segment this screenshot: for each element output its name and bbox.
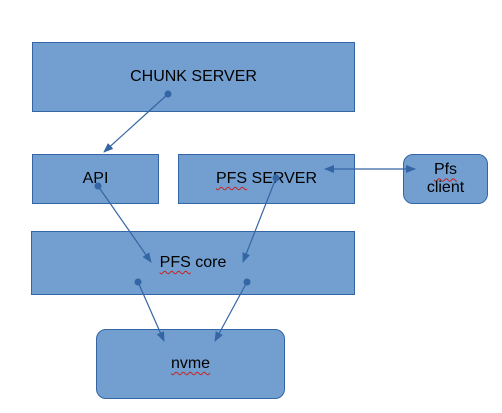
pfs-server-label: PFS SERVER: [216, 170, 317, 188]
pfs-client-label-line1: Pfs: [433, 161, 458, 179]
pfs-core-label: PFS core: [160, 254, 227, 272]
nvme-label: nvme: [170, 355, 211, 373]
connector-dot: [164, 90, 172, 98]
nvme-box[interactable]: nvme: [96, 329, 285, 399]
chunk-server-label: CHUNK SERVER: [130, 68, 257, 86]
connector-pfs-core-to-nvme-left[interactable]: [134, 278, 165, 342]
connector-dot: [134, 278, 142, 286]
pfs-core-label-prefix: PFS: [159, 254, 191, 272]
pfs-server-label-suffix: SERVER: [247, 170, 318, 188]
connector-dot: [94, 182, 102, 190]
connector-dot: [272, 174, 280, 182]
pfs-client-box[interactable]: Pfs client: [403, 154, 488, 204]
pfs-server-label-prefix: PFS: [215, 170, 248, 188]
connector-api-to-pfs-core[interactable]: [94, 182, 152, 263]
pfs-server-box[interactable]: PFS SERVER: [178, 154, 355, 204]
api-box[interactable]: API: [32, 154, 159, 204]
pfs-core-label-suffix: core: [190, 254, 227, 272]
api-label: API: [82, 170, 109, 188]
pfs-client-label-line2: client: [426, 179, 465, 196]
connector-dot: [243, 278, 251, 286]
pfs-core-box[interactable]: PFS core: [31, 231, 355, 295]
connector-chunk-server-to-api[interactable]: [103, 90, 172, 153]
chunk-server-box[interactable]: CHUNK SERVER: [32, 42, 355, 112]
connector-pfs-server-to-pfs-core[interactable]: [242, 174, 280, 263]
connector-pfs-core-to-nvme-right[interactable]: [214, 278, 251, 342]
